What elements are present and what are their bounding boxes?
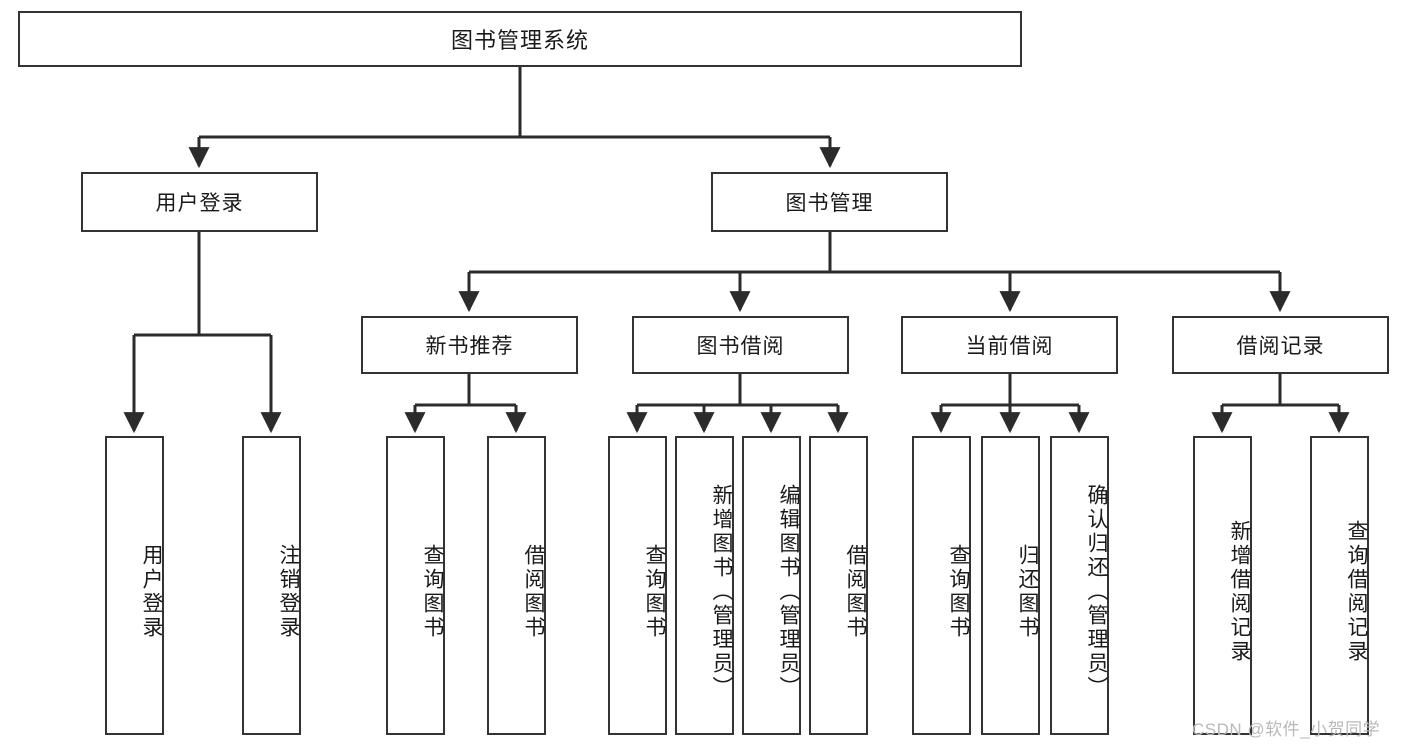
leaf-borrow-book[interactable]: 借阅图书 xyxy=(809,436,868,735)
node-label: 注销登录 xyxy=(277,543,300,640)
leaf-query-book-borrow[interactable]: 查询图书 xyxy=(608,436,667,735)
node-label: 查询图书 xyxy=(947,543,970,640)
leaf-query-book-current[interactable]: 查询图书 xyxy=(912,436,971,735)
node-label: 归还图书 xyxy=(1016,543,1039,640)
node-label: 编辑图书（管理员） xyxy=(777,483,800,700)
node-borrow-record[interactable]: 借阅记录 xyxy=(1172,316,1389,374)
leaf-confirm-return[interactable]: 确认归还（管理员） xyxy=(1050,436,1109,735)
leaf-query-borrow-record[interactable]: 查询借阅记录 xyxy=(1310,436,1369,735)
node-label: 图书管理系统 xyxy=(450,28,589,53)
node-label: 查询图书 xyxy=(421,543,444,640)
node-label: 图书管理 xyxy=(785,192,874,215)
node-book-manage[interactable]: 图书管理 xyxy=(711,172,948,232)
node-label: 用户登录 xyxy=(155,192,244,215)
node-label: 用户登录 xyxy=(140,543,163,640)
leaf-return-book[interactable]: 归还图书 xyxy=(981,436,1040,735)
node-label: 图书借阅 xyxy=(696,335,785,358)
node-label: 新书推荐 xyxy=(425,335,514,358)
leaf-user-login[interactable]: 用户登录 xyxy=(105,436,164,735)
leaf-logout-login[interactable]: 注销登录 xyxy=(242,436,301,735)
node-book-borrow[interactable]: 图书借阅 xyxy=(632,316,849,374)
watermark-text: CSDN @软件_小贺同学 xyxy=(1192,720,1381,739)
node-label: 新增图书（管理员） xyxy=(710,483,733,700)
node-label: 当前借阅 xyxy=(965,335,1054,358)
leaf-query-book-recommend[interactable]: 查询图书 xyxy=(386,436,445,735)
node-root-system[interactable]: 图书管理系统 xyxy=(18,11,1022,67)
node-user-login[interactable]: 用户登录 xyxy=(81,172,318,232)
node-label: 借阅图书 xyxy=(522,543,545,640)
node-label: 查询图书 xyxy=(643,543,666,640)
node-label: 借阅图书 xyxy=(844,543,867,640)
csdn-watermark: CSDN @软件_小贺同学 xyxy=(1192,715,1380,740)
leaf-add-borrow-record[interactable]: 新增借阅记录 xyxy=(1193,436,1252,735)
node-current-borrow[interactable]: 当前借阅 xyxy=(901,316,1118,374)
node-label: 新增借阅记录 xyxy=(1228,519,1251,664)
node-label: 确认归还（管理员） xyxy=(1085,483,1108,700)
node-label: 查询借阅记录 xyxy=(1345,519,1368,664)
node-label: 借阅记录 xyxy=(1236,335,1325,358)
leaf-add-book[interactable]: 新增图书（管理员） xyxy=(675,436,734,735)
node-new-book-recommend[interactable]: 新书推荐 xyxy=(361,316,578,374)
leaf-edit-book[interactable]: 编辑图书（管理员） xyxy=(742,436,801,735)
leaf-borrow-book-recommend[interactable]: 借阅图书 xyxy=(487,436,546,735)
